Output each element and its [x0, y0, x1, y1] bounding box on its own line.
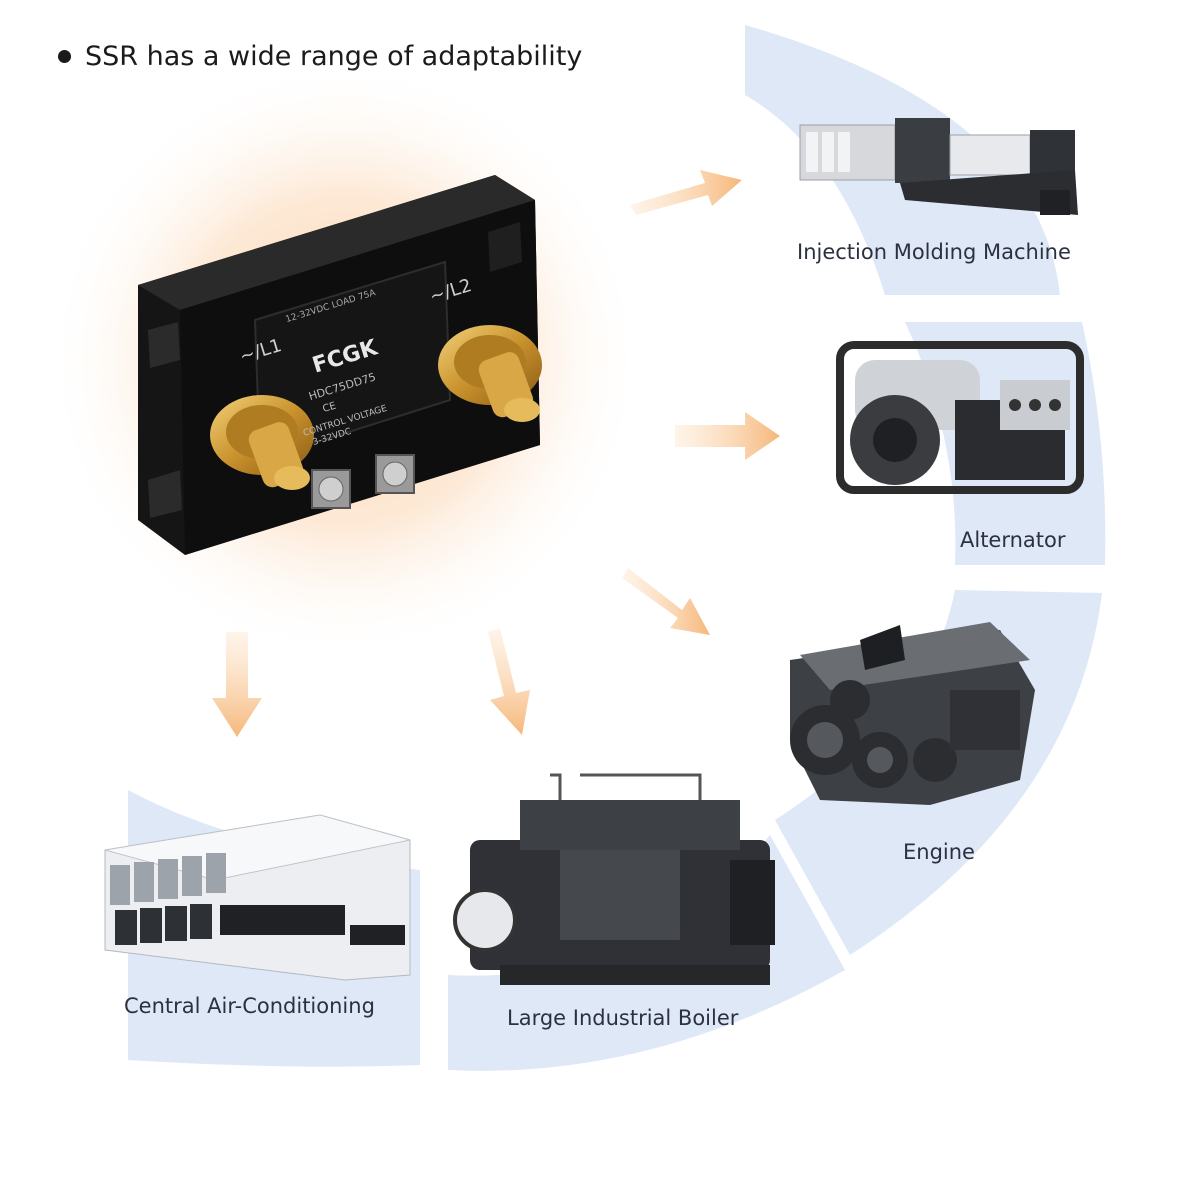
bullet-icon [58, 49, 71, 63]
label-engine: Engine [903, 840, 975, 864]
terminal-right [438, 325, 542, 422]
label-alternator: Alternator [960, 528, 1066, 552]
arrow-to-alternator [675, 412, 780, 460]
arrow-to-molding [630, 170, 742, 215]
alternator-image [836, 341, 1084, 494]
air-conditioning-image [104, 814, 411, 981]
terminal-left [210, 395, 314, 490]
engine-image [790, 622, 1035, 805]
relay-cert: CE [321, 401, 337, 415]
label-air-conditioning: Central Air-Conditioning [124, 994, 375, 1018]
ssr-relay: FCGK HDC75DD75 CE CONTROL VOLTAGE 3-32VD… [138, 175, 542, 555]
arrow-to-boiler [488, 628, 530, 735]
label-injection-molding: Injection Molding Machine [797, 240, 1071, 264]
label-boiler: Large Industrial Boiler [507, 1006, 739, 1030]
relay-top-face [138, 175, 535, 310]
boiler-image [453, 773, 775, 985]
injection-molding-machine-image [799, 118, 1078, 215]
arrows [212, 170, 780, 737]
arrow-to-engine [622, 568, 710, 635]
arrow-to-aircon [212, 632, 262, 737]
